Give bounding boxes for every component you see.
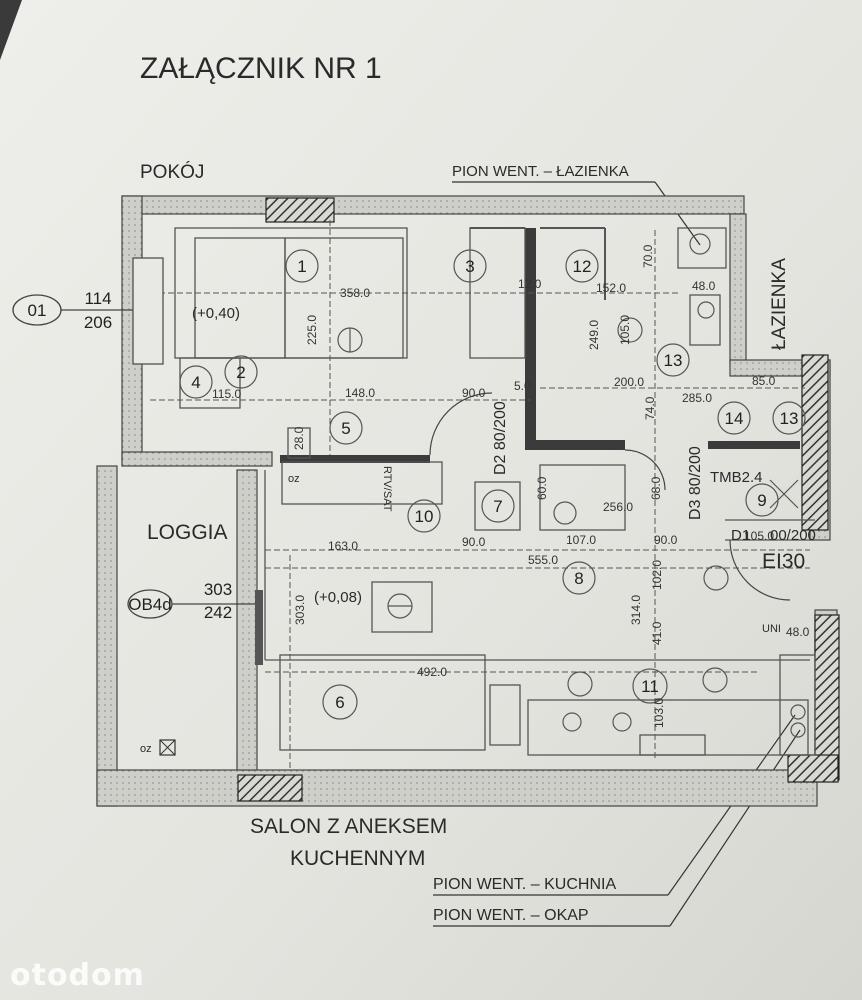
label-lazienka: ŁAZIENKA [769, 258, 790, 350]
svg-text:28.0: 28.0 [292, 426, 306, 450]
page-title: ZAŁĄCZNIK NR 1 [140, 52, 382, 85]
svg-text:256.0: 256.0 [603, 500, 633, 514]
callout-pion-lazienka: PION WENT. – ŁAZIENKA [452, 163, 629, 180]
svg-text:68.0: 68.0 [649, 476, 663, 500]
wall-column [801, 354, 829, 531]
tag-rtv-sat: RTV/SAT [381, 466, 393, 512]
svg-text:2: 2 [236, 363, 245, 382]
svg-text:303.0: 303.0 [293, 595, 307, 625]
svg-text:41.0: 41.0 [650, 621, 664, 645]
svg-text:90.0: 90.0 [462, 386, 486, 400]
wall-column [787, 754, 839, 783]
label-salon-line1: SALON Z ANEKSEM [250, 815, 447, 838]
vent-box [159, 739, 176, 756]
svg-text:492.0: 492.0 [417, 665, 447, 679]
svg-text:7: 7 [493, 497, 502, 516]
svg-text:14: 14 [725, 409, 744, 428]
svg-text:12.0: 12.0 [518, 277, 542, 291]
door-label-d1: D1 [731, 527, 750, 544]
door-label-d2: D2 80/200 [492, 401, 509, 475]
svg-text:12: 12 [573, 257, 592, 276]
svg-text:6: 6 [335, 693, 344, 712]
svg-text:11: 11 [641, 677, 659, 696]
wall-column [265, 197, 335, 223]
svg-text:225.0: 225.0 [305, 315, 319, 345]
svg-text:103.0: 103.0 [652, 698, 666, 728]
svg-text:(+0,08): (+0,08) [314, 589, 362, 606]
svg-text:206: 206 [84, 313, 112, 332]
svg-text:105.0: 105.0 [618, 315, 632, 345]
svg-text:8: 8 [574, 569, 583, 588]
wall-column [814, 614, 840, 781]
svg-text:48.0: 48.0 [786, 625, 810, 639]
window-tag-01: 01 114 206 [12, 257, 164, 365]
svg-text:70.0: 70.0 [641, 244, 655, 268]
furniture-outlines [174, 227, 816, 756]
svg-text:10: 10 [415, 507, 434, 526]
svg-text:107.0: 107.0 [566, 533, 596, 547]
door-label-d3: D3 80/200 [687, 446, 704, 520]
svg-text:285.0: 285.0 [682, 391, 712, 405]
tag-oz-2: oz [140, 743, 152, 755]
svg-text:48.0: 48.0 [692, 279, 716, 293]
svg-text:152.0: 152.0 [596, 281, 626, 295]
svg-text:01: 01 [28, 301, 47, 320]
dimension-lines [150, 220, 810, 770]
svg-text:102.0: 102.0 [650, 560, 664, 590]
tag-tmb: TMB2.4 [710, 469, 763, 486]
room-number-circles: 1 2 3 4 5 6 7 8 9 10 11 12 13 13 14 [179, 249, 806, 720]
tag-uni: UNI [762, 623, 781, 635]
callout-pion-kuchnia: PION WENT. – KUCHNIA [433, 876, 616, 893]
svg-text:9: 9 [757, 491, 766, 510]
svg-text:249.0: 249.0 [587, 320, 601, 350]
svg-text:114: 114 [84, 289, 111, 308]
callout-pion-okap: PION WENT. – OKAP [433, 907, 589, 924]
svg-text:105.0: 105.0 [744, 529, 774, 543]
svg-text:200.0: 200.0 [614, 375, 644, 389]
svg-text:74.0: 74.0 [643, 396, 657, 420]
svg-text:OB4d: OB4d [128, 595, 171, 614]
label-salon-line2: KUCHENNYM [290, 847, 425, 870]
label-loggia: LOGGIA [147, 521, 228, 544]
svg-text:358.0: 358.0 [340, 286, 370, 300]
wall-column [237, 774, 303, 802]
svg-text:148.0: 148.0 [345, 386, 375, 400]
window-tag-ob4d: OB4d 303 242 [127, 580, 263, 665]
svg-text:3: 3 [465, 257, 474, 276]
label-pokoj: POKÓJ [140, 161, 204, 183]
svg-text:4: 4 [191, 373, 200, 392]
svg-text:314.0: 314.0 [629, 595, 643, 625]
svg-text:5.0: 5.0 [514, 379, 531, 393]
svg-text:555.0: 555.0 [528, 553, 558, 567]
svg-text:(+0,40): (+0,40) [192, 305, 240, 322]
door-label-d1-size: 00/200 [770, 527, 816, 544]
tag-ei30: EI30 [762, 550, 805, 573]
svg-text:303: 303 [204, 580, 232, 599]
svg-text:115.0: 115.0 [212, 387, 241, 401]
svg-text:90.0: 90.0 [654, 533, 678, 547]
svg-text:60.0: 60.0 [535, 476, 549, 500]
svg-text:5: 5 [341, 419, 350, 438]
fixture-symbols [337, 233, 806, 738]
svg-text:13: 13 [664, 351, 683, 370]
svg-text:85.0: 85.0 [752, 374, 776, 388]
otodom-watermark: otodom [10, 958, 145, 993]
tag-oz-1: oz [288, 473, 300, 485]
svg-text:242: 242 [204, 603, 232, 622]
dimension-labels: 358.0 225.0 (+0,40) 148.0 115.0 90.0 5.0… [192, 244, 810, 728]
svg-text:163.0: 163.0 [328, 539, 358, 553]
svg-text:90.0: 90.0 [462, 535, 486, 549]
svg-text:13: 13 [780, 409, 799, 428]
svg-text:1: 1 [297, 257, 306, 276]
door-swings [429, 392, 791, 601]
